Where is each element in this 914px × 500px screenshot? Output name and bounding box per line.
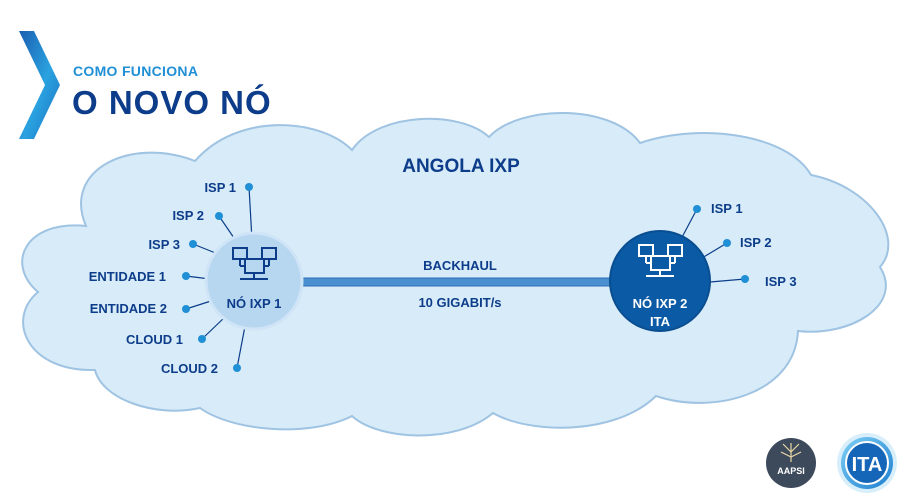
chevron-logo-icon [19, 31, 60, 139]
peer-dot [233, 364, 241, 372]
node1-peer-cloud2: CLOUD 2 [161, 361, 218, 376]
node2-peer-isp1: ISP 1 [711, 201, 743, 216]
node1-peer-entidade1: ENTIDADE 1 [89, 269, 166, 284]
aapsi-logo: AAPSI [766, 438, 816, 488]
bandwidth-label: 10 GIGABIT/s [418, 295, 501, 310]
node-ixp-1: NÓ IXP 1 [204, 231, 304, 331]
peer-dot [741, 275, 749, 283]
page-title: O NOVO NÓ [72, 84, 272, 121]
node2-peer-isp2: ISP 2 [740, 235, 772, 250]
peer-dot [182, 272, 190, 280]
backhaul-label: BACKHAUL [423, 258, 497, 273]
cloud-label: ANGOLA IXP [402, 156, 520, 177]
ita-logo: ITA [837, 433, 897, 493]
network-switch-icon [638, 244, 683, 277]
aapsi-logo-text: AAPSI [777, 466, 805, 476]
node2-sublabel: ITA [650, 314, 671, 329]
network-switch-icon [232, 247, 277, 280]
node-ixp-2: NÓ IXP 2 ITA [609, 230, 711, 332]
backhaul-link [295, 277, 621, 287]
peer-dot [693, 205, 701, 213]
peer-dot [182, 305, 190, 313]
node2-label: NÓ IXP 2 [633, 296, 688, 311]
ita-logo-text: ITA [852, 454, 883, 476]
peer-dot [198, 335, 206, 343]
angola-ixp-cloud [21, 112, 890, 437]
peer-dot [215, 212, 223, 220]
node2-peer-isp3: ISP 3 [765, 274, 797, 289]
node1-peer-cloud1: CLOUD 1 [126, 332, 183, 347]
peer-dot [189, 240, 197, 248]
node1-peer-entidade2: ENTIDADE 2 [90, 301, 167, 316]
section-kicker: COMO FUNCIONA [73, 63, 199, 79]
node1-label: NÓ IXP 1 [227, 296, 282, 311]
peer-dot [245, 183, 253, 191]
peer-dot [723, 239, 731, 247]
node1-peer-isp3: ISP 3 [148, 237, 180, 252]
node1-peer-isp1: ISP 1 [204, 180, 236, 195]
node1-peers: ISP 1 ISP 2 ISP 3 ENTIDADE 1 ENTIDADE 2 … [89, 180, 253, 376]
node1-peer-isp2: ISP 2 [172, 208, 204, 223]
